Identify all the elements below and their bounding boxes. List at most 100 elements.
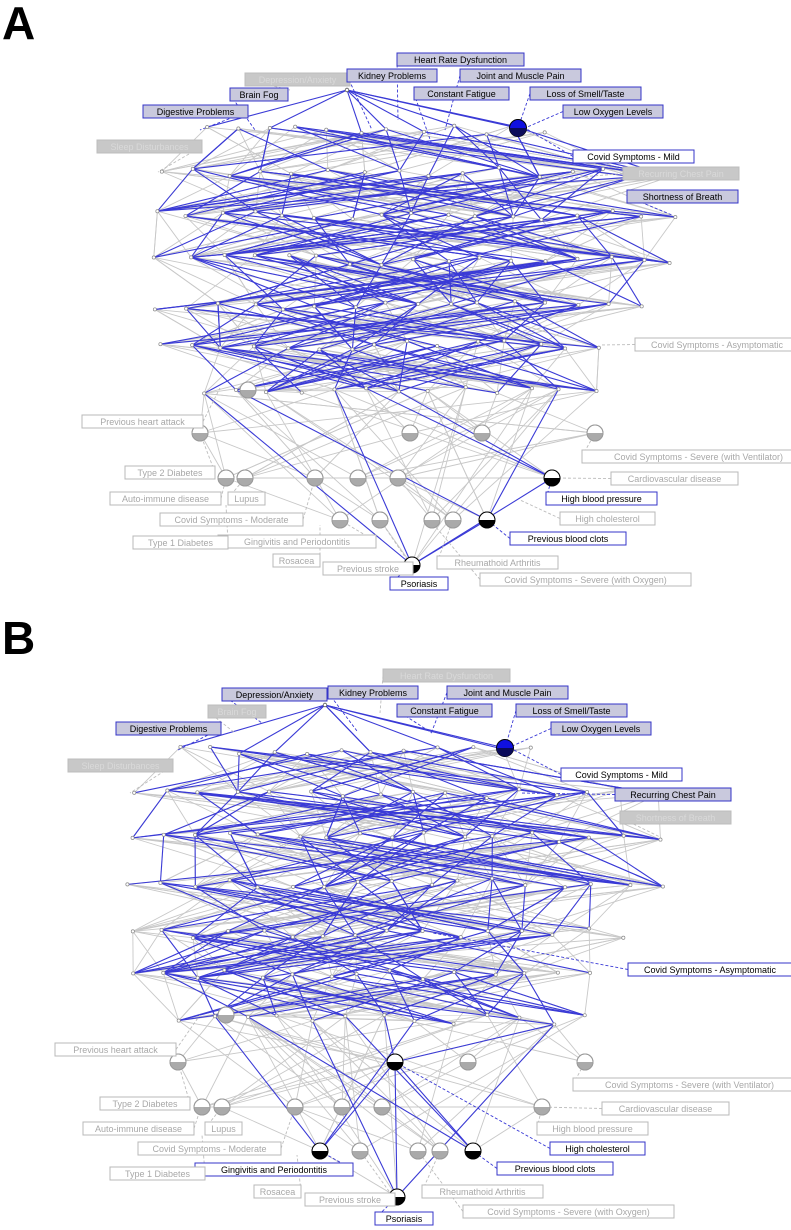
highlight-edge — [217, 263, 351, 304]
highlight-edge — [178, 976, 332, 1022]
label-box — [634, 337, 791, 352]
lattice-edge — [448, 176, 540, 216]
highlight-edge — [237, 753, 240, 792]
lattice-node — [130, 835, 135, 840]
lattice-node — [484, 132, 489, 137]
highlight-edge — [264, 880, 458, 932]
lattice-node — [226, 928, 231, 933]
concept-node — [371, 511, 389, 529]
label-box — [109, 491, 222, 506]
lattice-edge — [281, 167, 500, 216]
label-leader-line — [444, 75, 461, 131]
highlight-edge — [254, 254, 419, 305]
lattice-node — [132, 790, 137, 795]
lattice-node — [350, 217, 355, 221]
concept-node-selected — [543, 469, 561, 487]
lattice-node — [222, 968, 227, 973]
highlight-edge — [224, 218, 353, 256]
highlight-edge — [153, 218, 353, 259]
highlight-edge — [498, 167, 514, 217]
highlight-edge — [255, 303, 375, 346]
lattice-node — [372, 342, 377, 347]
lattice-edge — [199, 432, 316, 479]
lattice-node — [359, 131, 364, 135]
concept-label: Previous blood clots — [509, 531, 627, 546]
highlight-edge — [316, 210, 613, 257]
concept-label: Joint and Muscle Pain — [446, 685, 569, 700]
highlight-edge — [394, 1023, 555, 1063]
highlight-edge — [323, 836, 393, 888]
highlight-edge — [373, 303, 419, 346]
lattice-edge — [132, 881, 358, 932]
lattice-node — [447, 259, 451, 264]
highlight-edge — [238, 753, 343, 797]
highlight-edge — [351, 307, 357, 350]
lattice-node — [588, 882, 593, 886]
lattice-node — [237, 751, 242, 756]
lattice-edge — [247, 1016, 441, 1152]
label-text: Auto-immune disease — [122, 494, 209, 504]
highlight-edge — [195, 886, 423, 932]
highlight-edge — [197, 791, 259, 835]
lattice-edge — [185, 254, 256, 309]
lattice-node — [290, 935, 295, 940]
label-text: Recurring Chest Pain — [630, 790, 716, 800]
lattice-node — [435, 344, 440, 348]
highlight-edge — [220, 347, 399, 392]
highlight-edge — [224, 254, 284, 310]
label-leader-line — [129, 765, 174, 794]
lattice-edge — [161, 128, 387, 173]
label-box — [572, 149, 695, 164]
concept-label: High blood pressure — [536, 1121, 649, 1136]
highlight-edge — [313, 217, 512, 262]
label-text: Type 2 Diabetes — [137, 468, 203, 478]
concept-label: Auto-immune disease — [82, 1121, 195, 1136]
highlight-edge — [486, 797, 661, 841]
lattice-edge — [365, 388, 433, 521]
lattice-node — [530, 386, 534, 391]
lattice-edge — [301, 392, 553, 479]
highlight-edge — [422, 978, 520, 1019]
highlight-edge — [163, 934, 553, 974]
lattice-node — [309, 789, 314, 794]
lattice-node — [411, 257, 416, 262]
label-box — [479, 572, 692, 587]
label-text: Digestive Problems — [130, 724, 208, 734]
concept-label: Psoriasis — [389, 576, 449, 591]
highlight-edge — [386, 884, 433, 932]
lattice-edge — [247, 386, 466, 391]
highlight-edge — [411, 519, 488, 566]
lattice-edge — [133, 972, 385, 1016]
lattice-edge — [221, 1106, 321, 1152]
lattice-node — [497, 165, 501, 170]
concept-label: Brain Fog — [207, 704, 267, 719]
highlight-edge — [237, 751, 276, 793]
label-text: Previous stroke — [337, 564, 399, 574]
lattice-edge — [418, 303, 542, 345]
lattice-edge — [397, 477, 488, 521]
label-text: Auto-immune disease — [95, 1124, 182, 1134]
lattice-edge — [235, 389, 381, 521]
highlight-edge — [373, 344, 533, 389]
label-box — [529, 86, 642, 101]
concept-node — [401, 424, 419, 442]
highlight-edge — [437, 746, 520, 790]
lattice-edge — [194, 834, 325, 888]
highlight-edge — [235, 345, 438, 391]
lattice-edge — [412, 791, 661, 841]
lattice-node — [411, 789, 415, 794]
lattice-node — [416, 301, 421, 306]
concept-node — [576, 1053, 594, 1071]
highlight-edge — [288, 303, 452, 349]
label-box — [559, 511, 656, 526]
lattice-node — [606, 301, 611, 306]
lattice-edge — [244, 432, 411, 479]
lattice-edge — [160, 833, 258, 884]
lattice-edge — [623, 835, 631, 886]
highlight-edge — [156, 168, 194, 212]
highlight-edge — [229, 132, 362, 177]
lattice-edge — [192, 127, 271, 170]
highlight-edge — [346, 89, 519, 129]
concept-label: Digestive Problems — [115, 721, 222, 736]
